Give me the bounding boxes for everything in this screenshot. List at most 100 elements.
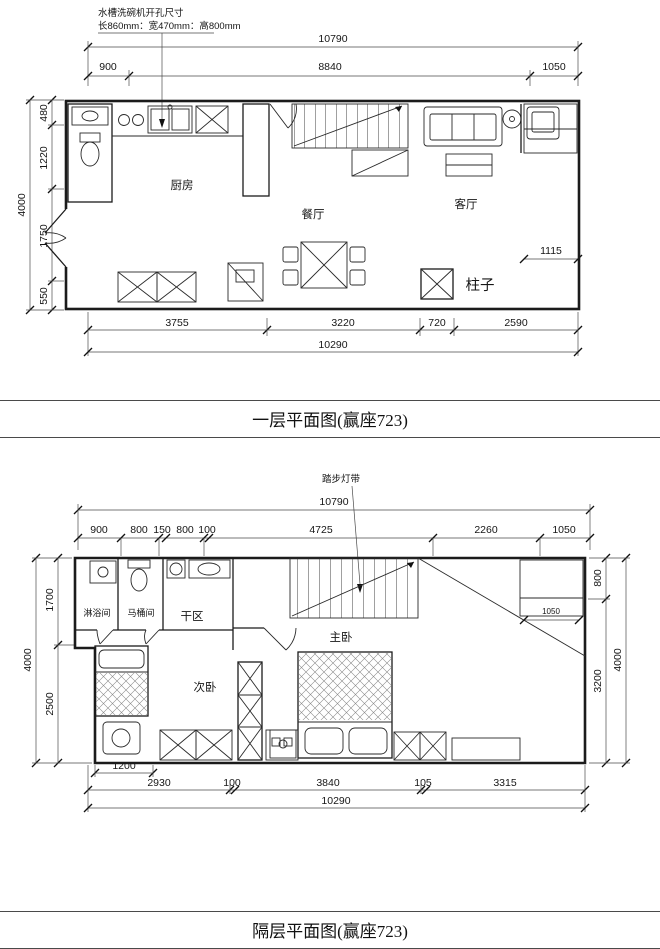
- dim2-top-7: 2260: [474, 524, 498, 536]
- sink-icon: [147, 105, 193, 134]
- chair-icon: [349, 246, 366, 263]
- cabinet-icon: [195, 729, 233, 761]
- level1-dining: 餐厅: [282, 207, 366, 289]
- kitchen-peninsula: [242, 103, 270, 197]
- level2-dim-right: 800 3200 4000: [588, 553, 631, 768]
- dining-table-icon: [300, 241, 348, 289]
- dim2-top-6: 4725: [309, 524, 333, 536]
- level2-master: 主卧: [233, 627, 393, 759]
- toilet-icon: [127, 559, 151, 569]
- dim2-top-total: 10790: [319, 496, 348, 508]
- pillow-icon: [304, 727, 344, 755]
- dim2-bot-4: 105: [414, 777, 432, 789]
- level1-living: 客厅: [423, 106, 560, 211]
- dim2-bot-1: 2930: [147, 777, 171, 789]
- dim-bot-total: 10290: [318, 339, 347, 351]
- column-label: 柱子: [466, 277, 495, 294]
- level1-outer-walls: [44, 99, 581, 311]
- level1-closet: [520, 103, 578, 154]
- living-label: 客厅: [455, 197, 478, 211]
- sofa-icon: [423, 106, 503, 147]
- pillow-icon: [98, 649, 145, 669]
- fridge-icon: [227, 262, 264, 302]
- dim2-right-total: 4000: [612, 648, 624, 672]
- level1-plan-drawing: 水槽洗碗机开孔尺寸 长860mm：宽470mm：高800mm 10790 900…: [16, 7, 583, 357]
- dim-left-1: 480: [38, 104, 50, 122]
- dim2-inner-shelf: 1050: [542, 607, 560, 616]
- vanity-sink-icon: [188, 559, 231, 579]
- dim-top-mid: 8840: [318, 61, 342, 73]
- dim2-bot-2: 100: [223, 777, 241, 789]
- level2-outer-walls: [73, 556, 587, 765]
- level1-caption-bar: 一层平面图(赢座723): [0, 400, 660, 438]
- level1-title: 一层平面图(赢座723): [252, 411, 408, 430]
- level1-kitchen: 厨房: [112, 103, 270, 197]
- level2-wardrobe-icon: [237, 661, 263, 761]
- dim-left-total: 4000: [16, 193, 28, 217]
- toilet-icon: [79, 132, 101, 143]
- level2-cabinets: [159, 729, 521, 761]
- dim-bot-1: 3755: [165, 317, 189, 329]
- dim2-bot-total: 10290: [321, 795, 350, 807]
- second-bed-icon: [94, 645, 149, 717]
- dim-bot-3: 720: [428, 317, 446, 329]
- cabinet-icon: [156, 271, 197, 303]
- level1-cabinets: [117, 262, 264, 303]
- side-table-icon: [502, 109, 522, 129]
- shower-room-label: 淋浴间: [83, 607, 110, 618]
- basin-icon: [71, 106, 109, 126]
- note-line1: 水槽洗碗机开孔尺寸: [98, 7, 184, 19]
- level2-dim-left: 4000 1700 2500: [22, 553, 92, 768]
- level1-wc: [67, 103, 113, 203]
- dim-top-total: 10790: [318, 33, 347, 45]
- dim2-top-1: 900: [90, 524, 108, 536]
- dim2-bot-5: 3315: [493, 777, 517, 789]
- dim-top-left: 900: [99, 61, 117, 73]
- master-bed-icon: [297, 651, 393, 759]
- second-label: 次卧: [194, 680, 217, 694]
- dim-bot-2: 3220: [331, 317, 355, 329]
- pillow-icon: [348, 727, 388, 755]
- shelf-icon: [519, 559, 584, 617]
- chair-icon: [102, 721, 141, 755]
- level2-dim-top: 10790 900 800 150 800 100 4725 2260 1050: [73, 496, 595, 556]
- dim2-right-1: 800: [592, 569, 604, 587]
- cabinet-icon: [451, 737, 521, 761]
- dim-bot-4: 2590: [504, 317, 528, 329]
- level2-plan-drawing: 踏步灯带 10790 900 800 150 800 100 4725 2260…: [22, 473, 631, 813]
- dim2-top-5: 100: [198, 524, 216, 536]
- note-leader-arrow: [159, 119, 165, 128]
- chair-icon: [349, 269, 366, 286]
- level2-stairs-icon: [289, 557, 419, 619]
- chair-icon: [282, 269, 299, 286]
- level2-caption-bar: 隔层平面图(赢座723): [0, 911, 660, 949]
- dim-left-2: 1220: [38, 146, 50, 170]
- level2-bathroom: 淋浴间 马桶间 干区: [75, 558, 234, 650]
- dim2-left-total: 4000: [22, 648, 34, 672]
- kitchen-label: 厨房: [171, 179, 194, 192]
- dining-label: 餐厅: [302, 207, 325, 221]
- dim2-bot-3: 3840: [316, 777, 340, 789]
- level2-dim-bottom: 1200 2930 100 3840 105 3315 10290: [83, 760, 590, 813]
- stove-burner-icon: [132, 114, 144, 126]
- entry-door-leaf-bottom: [44, 242, 67, 268]
- dim2-left-2: 2500: [44, 692, 56, 716]
- dim-left-4: 550: [38, 287, 50, 305]
- level1-dim-left: 4000 480 1220 1750 550: [16, 95, 64, 315]
- entry-door-leaf-top: [44, 208, 67, 234]
- dim2-right-2: 3200: [592, 669, 604, 693]
- level2-second-bedroom: 次卧: [94, 645, 217, 755]
- dry-area-label: 干区: [181, 611, 204, 623]
- dim-inner-living: 1115: [540, 245, 562, 257]
- dishwasher-icon: [195, 105, 229, 134]
- level1-dim-top: 10790 900 8840 1050: [83, 33, 583, 86]
- armchair-icon: [526, 106, 560, 140]
- level2-void: 1050: [417, 557, 586, 657]
- toilet-room-label: 马桶间: [127, 607, 154, 618]
- chair-icon: [282, 246, 299, 263]
- level1-dim-bottom: 3755 3220 720 2590 10290: [83, 312, 583, 357]
- sink-dishwasher-note: 水槽洗碗机开孔尺寸 长860mm：宽470mm：高800mm: [98, 7, 241, 128]
- dim2-top-3: 150: [153, 524, 171, 536]
- level1-column: 柱子: [420, 268, 495, 300]
